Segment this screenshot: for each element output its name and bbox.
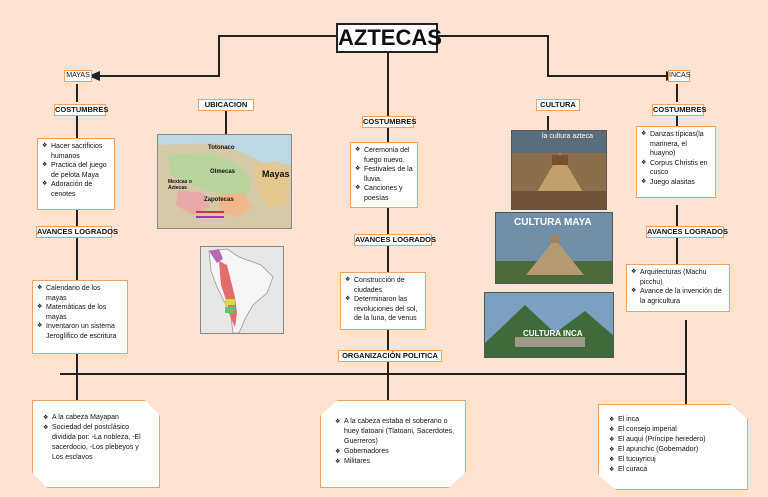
cultura-azteca-drawing bbox=[512, 131, 606, 209]
list-item: Practica del juego de pelota Maya bbox=[42, 161, 110, 180]
map-label: Zapotecas bbox=[204, 197, 234, 203]
list-item: El inca bbox=[609, 415, 737, 425]
mayas-organizacion-box: A la cabeza Mayapan Sociedad del postclá… bbox=[32, 400, 160, 488]
mayas-costumbres-header: COSTUMBRES bbox=[54, 104, 109, 116]
list-item: Corpus Christis en cusco bbox=[641, 159, 711, 178]
cultura-header: CULTURA bbox=[536, 99, 580, 111]
list-item: Militares bbox=[335, 457, 455, 467]
list-item: Avance de la invención de la agricultura bbox=[631, 287, 725, 306]
list-item: Adoración de cenotes bbox=[42, 180, 110, 199]
list-item: El curaca bbox=[609, 465, 737, 475]
list-item: A la cabeza estaba el soberano o huey tl… bbox=[335, 417, 455, 447]
aztecas-organizacion-header: ORGANIZACIÓN POLITICA bbox=[338, 350, 442, 362]
list-item: A la cabeza Mayapan bbox=[43, 413, 149, 423]
list-item: Canciones y poesías bbox=[355, 184, 413, 203]
list-item: Danzas típicas(la marinera, el huayno) bbox=[641, 130, 711, 159]
incas-costumbres-box: Danzas típicas(la marinera, el huayno) C… bbox=[636, 126, 716, 198]
main-title: AZTECAS bbox=[336, 23, 442, 53]
incas-avances-header: AVANCES LOGRADOS bbox=[646, 226, 728, 238]
mesoamerica-map: Totonaco Olmecas Mayas Mexicas o Aztecas… bbox=[157, 134, 292, 229]
list-item: Arquitecturas (Machu picchu) bbox=[631, 268, 725, 287]
list-item: Calendario de los mayas bbox=[37, 284, 123, 303]
list-item: El auqui (Príncipe heredero) bbox=[609, 435, 737, 445]
aztecas-organizacion-box: A la cabeza estaba el soberano o huey tl… bbox=[320, 400, 466, 488]
mayas-avances-header: AVANCES LOGRADOS bbox=[36, 226, 118, 238]
map-label: Mexicas o Aztecas bbox=[168, 179, 192, 191]
cultura-inca-drawing bbox=[485, 293, 613, 357]
cultura-azteca-image: la cultura azteca bbox=[511, 130, 607, 210]
cultura-maya-drawing bbox=[496, 213, 612, 283]
aztecas-costumbres-header: COSTUMBRES bbox=[362, 116, 417, 128]
map-label: Olmecas bbox=[210, 169, 236, 175]
list-item: Ceremonia del fuego nuevo. bbox=[355, 146, 413, 165]
list-item: Festivales de la lluvia. bbox=[355, 165, 413, 184]
list-item: El consejo imperial bbox=[609, 425, 737, 435]
list-item: Inventaron un sistema Jeroglífico de esc… bbox=[37, 322, 123, 341]
aztecas-avances-header: AVANCES LOGRADOS bbox=[354, 234, 436, 246]
cultura-maya-image: CULTURA MAYA bbox=[495, 212, 613, 284]
incas-costumbres-header: COSTUMBRES bbox=[652, 104, 707, 116]
aztecas-costumbres-box: Ceremonia del fuego nuevo. Festivales de… bbox=[350, 142, 418, 208]
image-caption: la cultura azteca bbox=[542, 133, 593, 140]
list-item: El tucuyricuj bbox=[609, 455, 737, 465]
list-item: Juego alasitas bbox=[641, 178, 711, 188]
incas-organizacion-box: El inca El consejo imperial El auqui (Pr… bbox=[598, 404, 748, 490]
incas-label: INCAS bbox=[668, 70, 690, 82]
aztecas-avances-box: Construcción de ciudades Determinaron la… bbox=[340, 272, 426, 330]
list-item: Gobernadores bbox=[335, 447, 455, 457]
incas-avances-box: Arquitecturas (Machu picchu) Avance de l… bbox=[626, 264, 730, 312]
mayas-costumbres-box: Hacer sacrificios humanos Practica del j… bbox=[37, 138, 115, 210]
image-caption: CULTURA MAYA bbox=[514, 217, 592, 228]
mesoamerica-map-drawing bbox=[158, 143, 291, 228]
map-label: Totonaco bbox=[208, 145, 235, 151]
list-item: El apunchic (Gobernador) bbox=[609, 445, 737, 455]
south-america-map bbox=[200, 246, 284, 334]
map-label: Mayas bbox=[262, 169, 290, 179]
list-item: Determinaron las revoluciones del sol, d… bbox=[345, 295, 421, 324]
image-caption: CULTURA INCA bbox=[523, 329, 583, 338]
ubicacion-header: UBICACION bbox=[198, 99, 254, 111]
list-item: Matemáticas de los mayas bbox=[37, 303, 123, 322]
list-item: Construcción de ciudades bbox=[345, 276, 421, 295]
mayas-avances-box: Calendario de los mayas Matemáticas de l… bbox=[32, 280, 128, 354]
list-item: Sociedad del postclásico dividida por: -… bbox=[43, 423, 149, 463]
cultura-inca-image: CULTURA INCA bbox=[484, 292, 614, 358]
list-item: Hacer sacrificios humanos bbox=[42, 142, 110, 161]
south-america-map-drawing bbox=[201, 247, 283, 333]
mayas-label: MAYAS bbox=[64, 70, 92, 82]
